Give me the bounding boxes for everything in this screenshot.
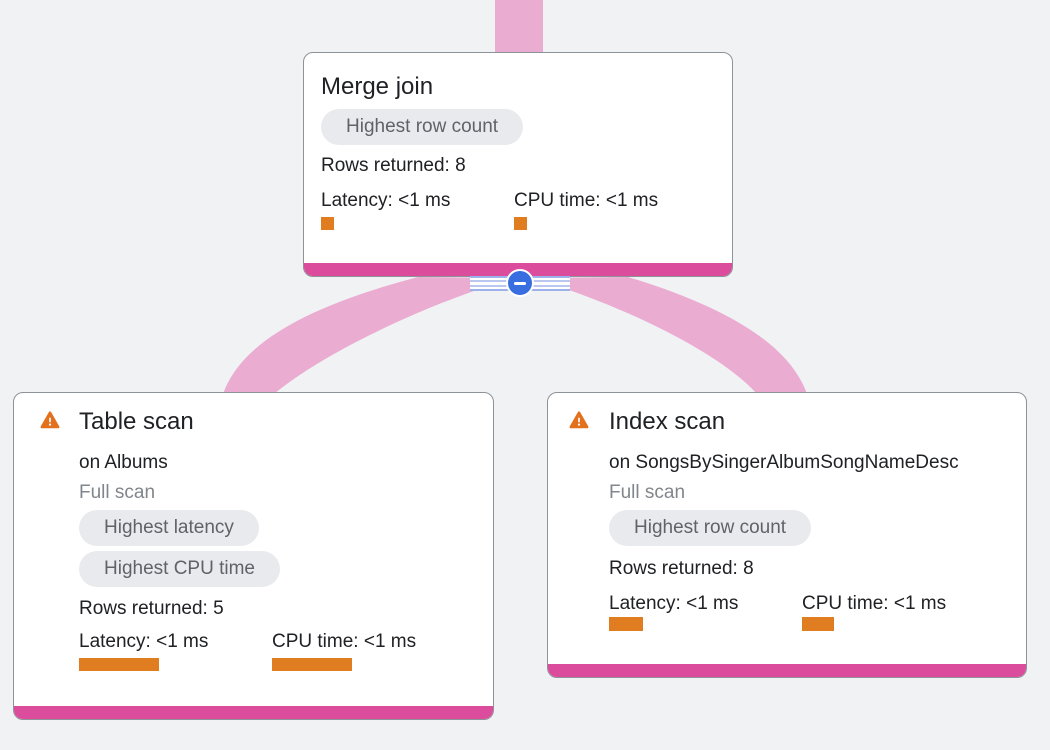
node-target: on SongsBySingerAlbumSongNameDesc	[609, 452, 959, 473]
latency-bar	[609, 617, 643, 631]
latency-label: Latency: <1 ms	[609, 593, 739, 614]
badge-highest-latency: Highest latency	[79, 510, 259, 546]
plan-node-merge-join[interactable]: Merge join Highest row count Rows return…	[303, 52, 733, 277]
node-title: Table scan	[79, 408, 194, 435]
warning-icon[interactable]	[39, 410, 61, 431]
latency-bar	[321, 217, 334, 230]
cpu-time-bar	[514, 217, 527, 230]
collapse-children-button[interactable]	[506, 269, 534, 297]
latency-label: Latency: <1 ms	[79, 631, 209, 652]
plan-node-table-scan[interactable]: Table scan on Albums Full scan Highest l…	[13, 392, 494, 720]
cpu-time-bar	[272, 658, 352, 671]
node-accent-bar	[548, 664, 1026, 677]
cpu-time-label: CPU time: <1 ms	[514, 190, 659, 211]
cpu-time-label: CPU time: <1 ms	[272, 631, 417, 652]
node-accent-bar	[14, 706, 493, 719]
edge-merge-join-to-index-scan	[530, 277, 807, 394]
badge-highest-row-count: Highest row count	[321, 109, 524, 145]
node-title: Index scan	[609, 408, 726, 435]
cpu-time-label: CPU time: <1 ms	[802, 593, 947, 614]
rows-returned: Rows returned: 5	[79, 598, 224, 619]
warning-icon[interactable]	[568, 410, 590, 431]
node-target: on Albums	[79, 452, 168, 473]
scan-type: Full scan	[79, 482, 156, 503]
plan-node-index-scan[interactable]: Index scan on SongsBySingerAlbumSongName…	[547, 392, 1027, 678]
rows-returned: Rows returned: 8	[609, 558, 754, 579]
badge-highest-cpu-time: Highest CPU time	[79, 551, 280, 587]
node-title: Merge join	[321, 73, 434, 100]
latency-label: Latency: <1 ms	[321, 190, 451, 211]
latency-bar	[79, 658, 159, 671]
edge-parent-to-merge-join	[495, 0, 543, 56]
cpu-time-bar	[802, 617, 834, 631]
minus-icon	[514, 281, 526, 285]
edge-merge-join-to-table-scan	[223, 277, 516, 394]
scan-type: Full scan	[609, 482, 686, 503]
rows-returned: Rows returned: 8	[321, 155, 466, 176]
badge-highest-row-count: Highest row count	[609, 510, 812, 546]
